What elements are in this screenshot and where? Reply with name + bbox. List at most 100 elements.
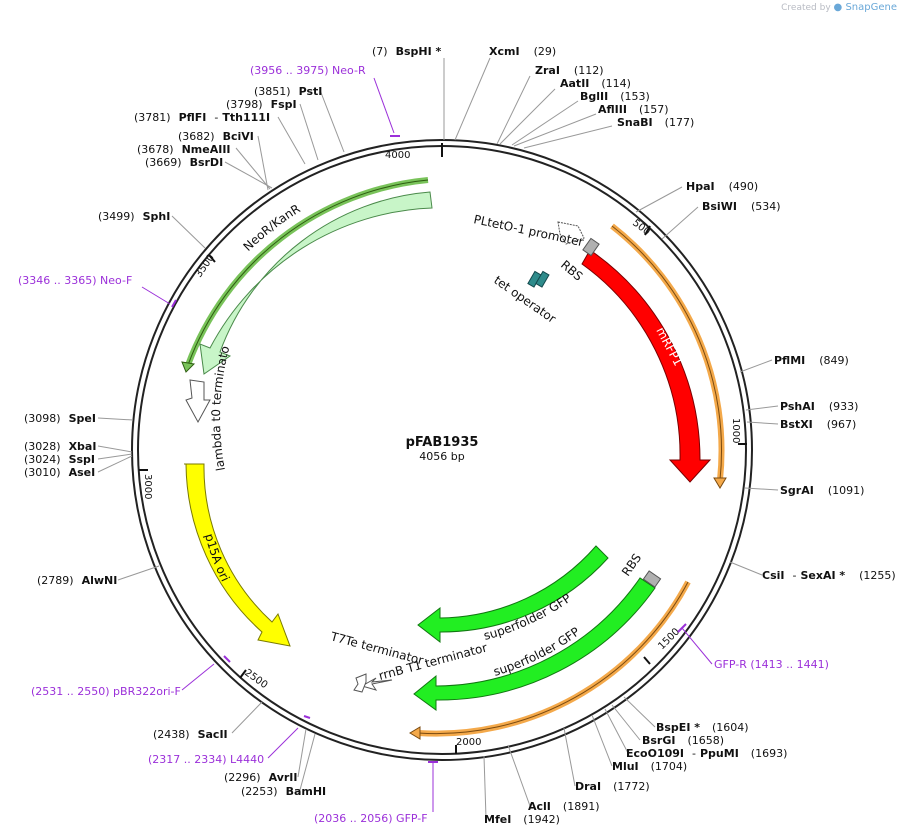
enz-snabi: SnaBI(177) [617,116,694,129]
rbs2-label: RBS [619,551,644,579]
neor-feature [199,191,433,375]
leader-nmeaiii [235,147,271,190]
enz-ecoo109i-pos: (1693) [751,747,788,760]
tick-500-mark [644,225,651,236]
enz-xbai: (3028)XbaI [24,440,96,453]
tick-3500: 3500 [193,253,217,280]
primer-leader-l4440 [267,727,299,759]
enz-drai-pos: (1772) [613,780,650,793]
leader-sgrai [744,487,779,491]
enz-pshai: PshAI(933) [780,400,858,413]
enz-csii-sep: - [792,569,796,582]
orf-arc-gfp-line [417,581,689,735]
leader-sspi [97,453,133,460]
snapgene-logo: ● SnapGene [833,2,897,13]
primer-neor: (3956 .. 3975) Neo-R [250,64,366,77]
primer-mark-neof [171,299,177,308]
enz-psti-name: PstI [299,85,323,98]
enz-spei-name: SpeI [69,412,96,425]
enz-bstxi: BstXI(967) [780,418,856,431]
enz-fspi-name: FspI [271,98,297,111]
enz-ecoo109i-name: EcoO109I [626,747,684,760]
enzyme-leader-lines [97,57,779,819]
enz-hpai: HpaI(490) [686,180,758,193]
enz-bsphi-pos: (7) [372,45,388,58]
leader-fspi [299,103,319,161]
backbone-outer [131,139,753,761]
primer-mark-pbr322 [223,655,231,663]
enz-sgrai-name: SgrAI [780,484,814,497]
leader-csii [729,561,763,576]
enz-alwni-name: AlwNI [82,574,118,587]
enz-aatii-name: AatII [560,77,589,90]
enz-sexai-name: SexAI * [800,569,845,582]
primer-leader-neof [141,286,171,305]
enz-bamhi-pos: (2253) [241,785,278,798]
enz-mfei-pos: (1942) [523,813,560,826]
enz-pflmi-pos: (849) [819,354,849,367]
enz-mlui-pos: (1704) [651,760,688,773]
leader-xbai [97,445,133,453]
leader-afliii [513,113,597,147]
enz-ecoo109i-sep: - [692,747,696,760]
leader-alwni [117,565,160,581]
primer-neof: (3346 .. 3365) Neo-F [18,274,132,287]
leader-psti [319,89,345,153]
leader-bsrdi [224,161,273,189]
leader-spei [97,417,134,421]
primer-leader-neor [373,77,395,134]
enz-bsiwi: BsiWI(534) [702,200,781,213]
orf-arrow-gfp [409,726,421,740]
enz-bsrgi-pos: (1658) [687,734,724,747]
leader-pflfi [277,116,306,165]
leader-hpai [635,186,683,213]
enz-bamhi: (2253)BamHI [241,785,326,798]
enz-bcivi: (3682)BciVI [178,130,254,143]
tetop-feature-2 [535,270,550,288]
enz-pshai-pos: (933) [829,400,859,413]
enz-xcmi-pos: (29) [534,45,557,58]
leader-sacii [231,701,263,734]
enz-zrai-pos: (112) [574,64,604,77]
enz-sgrai: SgrAI(1091) [780,484,864,497]
tick-4000: 4000 [385,150,410,161]
tick-1000: 1000 [730,418,741,443]
enz-fspi-pos: (3798) [226,98,263,111]
enz-asei: (3010)AseI [24,466,95,479]
primer-leader-pbr322 [181,663,215,691]
tick-3500-mark [208,254,216,263]
enz-sacii-name: SacII [198,728,228,741]
tick-2500: 2500 [242,667,269,691]
enz-bstxi-name: BstXI [780,418,813,431]
enz-bsrgi-name: BsrGI [642,734,675,747]
enz-pflmi: PflMI (849) [774,354,849,367]
leader-asei [97,455,133,473]
sfgfp1-feature [417,545,609,644]
enz-alwni-pos: (2789) [37,574,74,587]
enz-pflfi-pos: (3781) [134,111,171,124]
enz-nmeaiii: (3678)NmeAIII [137,143,231,156]
leader-bsrgi [611,704,641,741]
enz-bsiwi-name: BsiWI [702,200,737,213]
enz-csii-name: CsiI [762,569,784,582]
enz-bsrgi: BsrGI (1658) [642,734,724,747]
leader-ecoo109i [604,708,629,754]
leader-bsiwi [661,206,699,240]
enz-pflmi-name: PflMI [774,354,805,367]
t7te-label: T7Te terminator [328,629,425,667]
enz-alwni: (2789) AlwNI [37,574,117,587]
enz-bglii-pos: (153) [620,90,650,103]
enz-xcmi-name: XcmI [489,45,520,58]
rbs1-label: RBS [558,258,585,284]
enz-bspei: BspEI *(1604) [656,721,749,734]
enz-sacii-pos: (2438) [153,728,190,741]
enz-mlui: MluI(1704) [612,760,687,773]
enz-pflfi-name: PflFI [179,111,207,124]
leader-xcmi [454,57,491,141]
enz-tth111i-name: Tth111I [222,111,270,124]
enz-bglii-name: BglII [580,90,608,103]
enz-pflfi-sep: - [214,111,218,124]
enz-sspi-pos: (3024) [24,453,61,466]
tick-2000: 2000 [456,737,481,748]
enz-bcivi-pos: (3682) [178,130,215,143]
